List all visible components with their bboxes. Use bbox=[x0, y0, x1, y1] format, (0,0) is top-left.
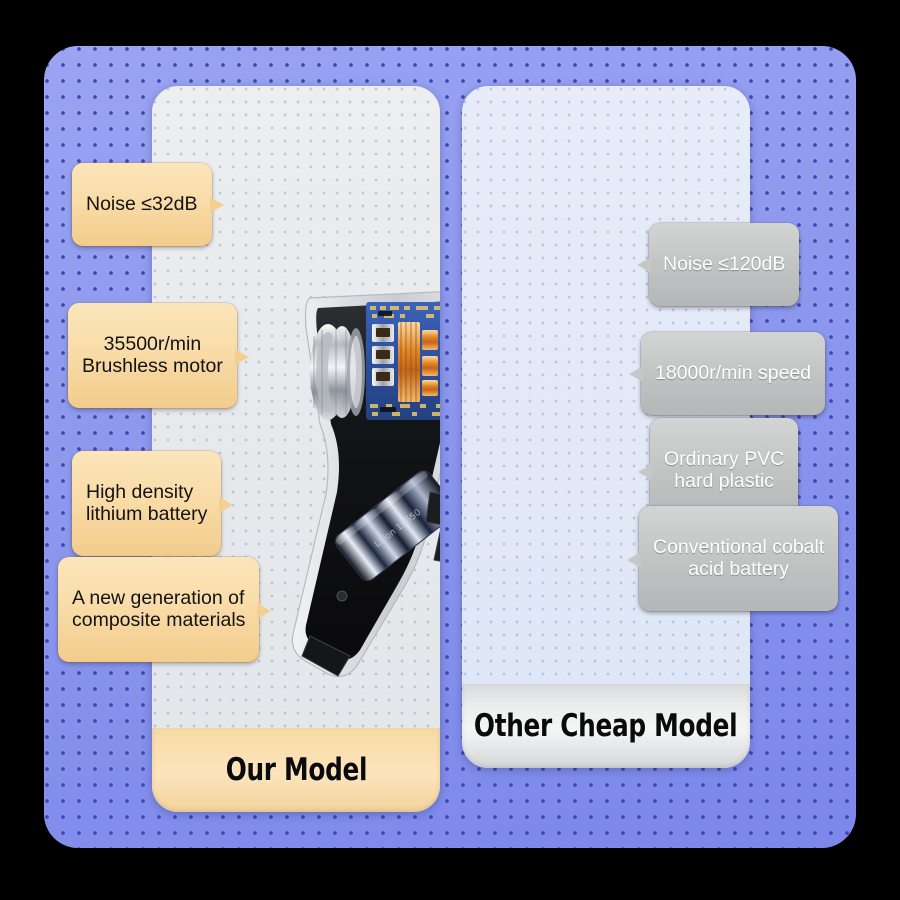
callout-other-material[interactable]: Ordinary PVC hard plastic bbox=[637, 418, 799, 524]
badge-label-our-model: Our Model bbox=[225, 752, 367, 788]
callout-our-motor[interactable]: 35500r/min Brushless motor bbox=[68, 303, 249, 409]
callout-other-battery[interactable]: Conventional cobalt acid battery bbox=[626, 506, 839, 612]
comparison-frame: Li-ion 18650 Our Model bbox=[44, 46, 856, 848]
badge-other-cheap-model: Other Cheap Model bbox=[462, 684, 750, 768]
callout-our-battery[interactable]: High density lithium battery bbox=[72, 451, 234, 557]
panel-our-model[interactable]: Li-ion 18650 Our Model bbox=[152, 86, 440, 812]
callout-our-noise[interactable]: Noise ≤32dB bbox=[72, 163, 223, 246]
callout-other-speed[interactable]: 18000r/min speed bbox=[628, 332, 826, 415]
callout-other-noise[interactable]: Noise ≤120dB bbox=[636, 223, 800, 306]
callout-our-material[interactable]: A new generation of composite materials bbox=[58, 557, 272, 663]
panel-other-cheap-model[interactable]: Other Cheap Model bbox=[462, 86, 750, 768]
badge-label-other-cheap-model: Other Cheap Model bbox=[474, 708, 738, 744]
device-illustration-our-model: Li-ion 18650 bbox=[291, 291, 440, 677]
badge-our-model: Our Model bbox=[152, 728, 440, 812]
